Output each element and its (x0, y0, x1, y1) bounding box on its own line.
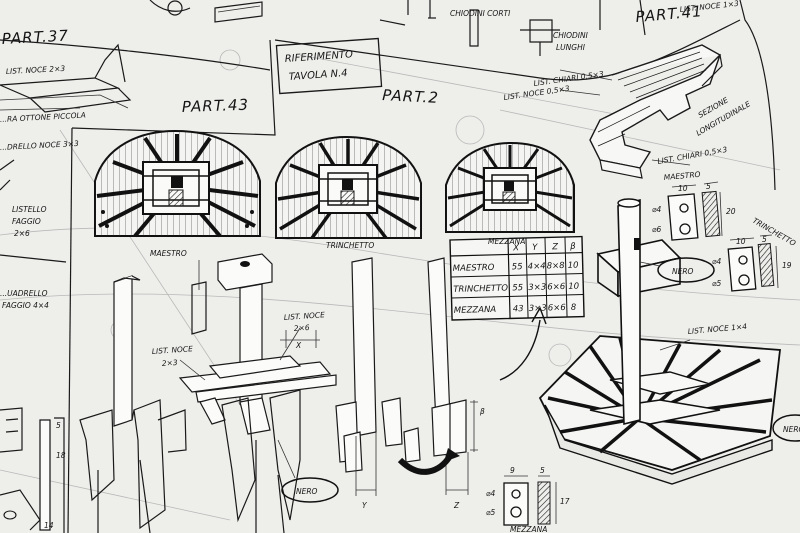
table-cell: MAESTRO (453, 263, 495, 274)
dim-label: 18 (56, 451, 66, 460)
top-left-fragments (0, 0, 263, 113)
table-cell: MEZZANA (454, 305, 497, 316)
dim-label: 14 (44, 521, 54, 530)
table-cell: 3×3 (529, 303, 547, 313)
table-cell: 6×6 (547, 282, 566, 292)
lunghi-label: LUNGHI (556, 43, 586, 52)
table-cell: TRINCHETTO (453, 283, 508, 294)
dim-label: 5 (706, 182, 711, 191)
nero-label: NERO (296, 487, 318, 496)
riferimento-label: RIFERIMENTO (284, 49, 353, 65)
list-noce-2x6-label: LIST. NOCE (284, 310, 326, 322)
nero-ellipse (772, 414, 800, 442)
beta-mark: β (480, 407, 485, 416)
part41-label: PART.41 (635, 2, 704, 26)
dim-label: ⌀4 (712, 257, 722, 266)
part2-label: PART.2 (382, 86, 440, 107)
table-cell: 3×3 (528, 282, 546, 292)
chiodini-corti-label: CHIODINI CORTI (450, 9, 511, 18)
nero-label: NERO (672, 267, 694, 276)
quadrello-label: ...UADRELLO (0, 289, 48, 298)
dim-label: ⌀4 (486, 489, 496, 498)
table-cell: 6×6 (548, 303, 567, 313)
quadrello-3x3-label: ...DRELLO NOCE 3×3 (0, 139, 79, 152)
dim-label: 5 (540, 466, 545, 475)
part41-curved-piece (559, 44, 723, 179)
part37-label: PART.37 (1, 27, 69, 48)
dim-label: 9 (510, 466, 515, 475)
dim-label: ⌀5 (712, 279, 722, 288)
table-header-x: X (512, 243, 519, 253)
table-cell: 55 (512, 283, 523, 293)
table-cell: 4×4 (528, 262, 546, 272)
nero-ellipse (657, 257, 715, 283)
mast-assembly-drawings (79, 253, 547, 533)
mezzana-label: MEZZANA (488, 237, 525, 246)
left-edge-fragments (0, 159, 65, 533)
nero-label: NERO (783, 425, 800, 434)
trinchetto-label: TRINCHETTO (326, 241, 374, 250)
dim-label: 10 (678, 184, 688, 193)
x-mark: X (295, 341, 302, 350)
dimensions-table: X Y Z β MAESTRO 55 4×4 8×8 10 TRINCHETTO… (449, 235, 585, 321)
listello-label: LISTELLO (12, 205, 47, 214)
dim-label: 5 (762, 235, 767, 244)
faggio-label: FAGGIO (12, 217, 41, 226)
table-header-y: Y (532, 243, 538, 253)
dim-label: 10 (736, 237, 746, 246)
nero-ellipse (281, 477, 339, 503)
chiodini-label: CHIODINI (553, 31, 589, 40)
dim-label: 5 (56, 421, 61, 430)
dim-label: 17 (560, 497, 570, 506)
tavola-label: TAVOLA N.4 (288, 68, 347, 83)
listello-size-label: 2×6 (14, 229, 30, 238)
table-cell: 10 (568, 261, 579, 271)
table-header-z: Z (551, 242, 558, 252)
dim-label: ⌀5 (486, 508, 496, 517)
dim-label: 19 (782, 261, 792, 270)
dim-label: ⌀4 (652, 205, 662, 214)
dim-label: ⌀6 (652, 225, 662, 234)
table-header-beta: β (569, 242, 576, 252)
list-noce-2x3-top-label: LIST. NOCE 2×3 (6, 64, 66, 76)
table-cell: 43 (513, 304, 524, 314)
table-cell: 8×8 (547, 261, 566, 271)
table-cell: 10 (568, 282, 579, 292)
maestro-detail-label: MAESTRO (663, 170, 701, 182)
mast-cap-details (503, 181, 779, 526)
list-noce-2x3-label: LIST. NOCE (152, 344, 194, 356)
list-noce-2x3-size: 2×3 (162, 358, 179, 368)
mast-step-model (538, 198, 782, 485)
table-cell: 8 (571, 303, 577, 313)
nail-fragments (379, 0, 646, 56)
maestro-label: MAESTRO (150, 249, 187, 258)
faggio-4x4-label: FAGGIO 4×4 (2, 301, 49, 310)
mezzana-detail-label: MEZZANA (510, 525, 547, 533)
mast-step-sections (94, 129, 575, 240)
z-mark: Z (453, 501, 460, 510)
y-mark: Y (362, 501, 368, 510)
table-cell: 55 (512, 262, 523, 272)
riferimento-box (275, 37, 383, 95)
part43-label: PART.43 (182, 96, 250, 116)
list-noce-2x6-size: 2×6 (294, 323, 311, 333)
dim-label: 20 (726, 207, 736, 216)
panel-borders (0, 0, 776, 533)
